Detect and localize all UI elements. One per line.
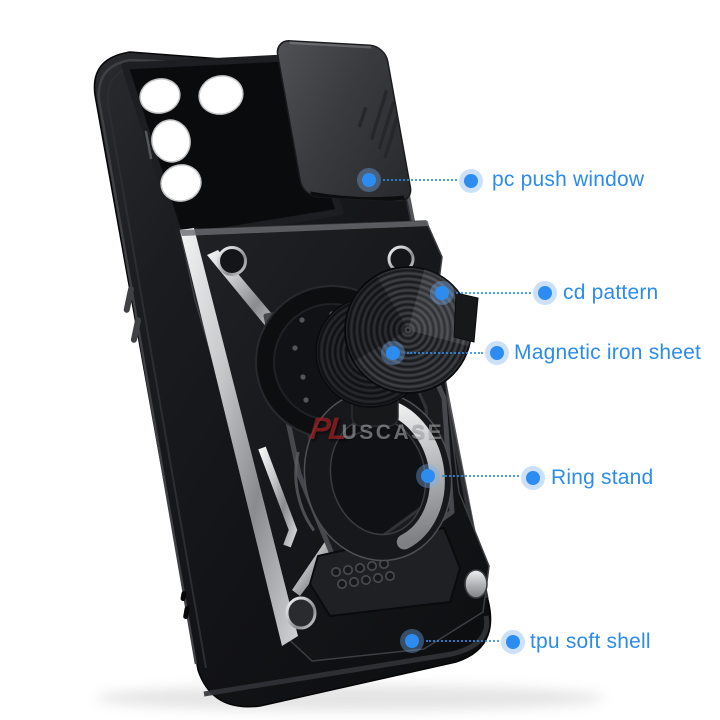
callout-dotted-line — [456, 292, 531, 294]
callout-marker-dot — [386, 346, 400, 360]
case-shadow — [95, 685, 605, 711]
port-hole — [180, 591, 187, 602]
callout-label-dot — [506, 635, 520, 649]
slide-window — [276, 40, 412, 202]
flash-slit — [144, 130, 153, 160]
silver-top-strip — [180, 221, 429, 236]
power-button — [130, 317, 142, 343]
callout-marker-dot — [435, 286, 449, 300]
grip-dot-pattern — [330, 558, 395, 589]
callout-dotted-line — [442, 475, 519, 477]
callout-label-dot — [490, 346, 504, 360]
callout-label-dot — [464, 174, 478, 188]
callout-marker-dot — [421, 469, 435, 483]
camera-hole — [198, 75, 244, 115]
disc-notch — [453, 292, 479, 343]
callout-label-dot — [538, 286, 552, 300]
callout-dotted-line — [383, 179, 457, 181]
window-grip-lines — [358, 90, 400, 159]
callout-label: cd pattern — [563, 281, 659, 304]
callout-dotted-line — [407, 352, 483, 354]
callout-dotted-line — [426, 640, 499, 642]
callout-label: tpu soft shell — [530, 630, 651, 653]
plate-corner-stud — [285, 596, 317, 630]
silver-chevron — [258, 446, 298, 548]
callout-label-dot — [526, 471, 540, 485]
callout-label: Magnetic iron sheet — [514, 341, 702, 364]
port-hole — [183, 606, 190, 620]
camera-hole — [151, 119, 191, 163]
callout-label: Ring stand — [551, 466, 654, 489]
volume-button — [123, 286, 135, 313]
plate-corner-hole — [217, 246, 247, 276]
camera-hole — [139, 78, 181, 114]
callout-marker-dot — [405, 634, 419, 648]
silver-edge-strip — [180, 228, 298, 646]
cd-pattern-disc — [344, 266, 479, 394]
callout-label: pc push window — [492, 168, 645, 191]
camera-hole — [160, 164, 202, 202]
plate-corner-stud — [464, 569, 488, 599]
callout-marker-dot — [362, 173, 376, 187]
